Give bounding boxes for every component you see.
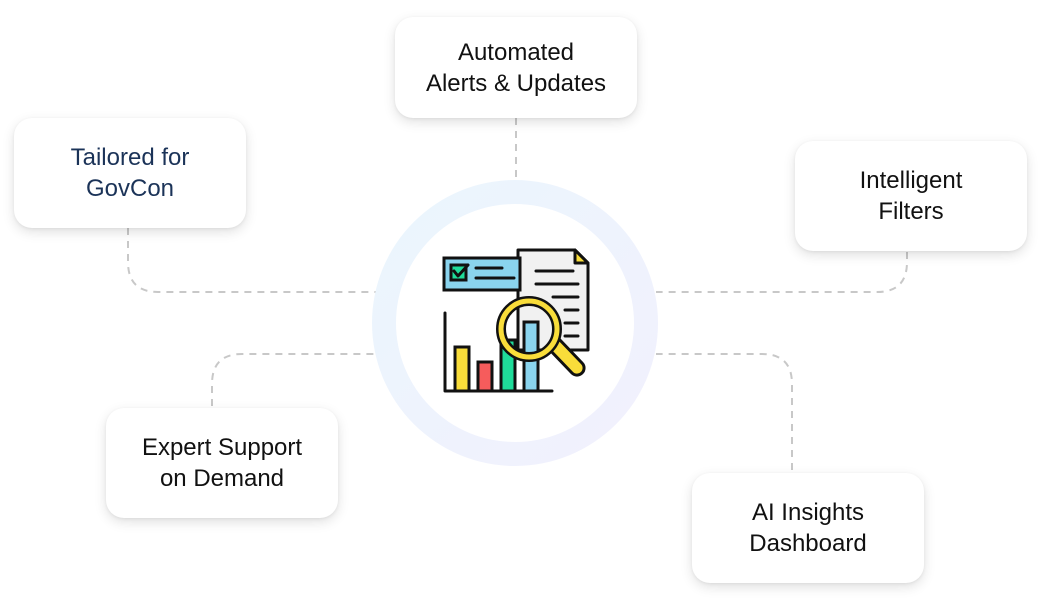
node-ai-insights: AI Insights Dashboard [692, 473, 924, 583]
magnifier-handle [546, 336, 586, 377]
node-ai-insights-line-1: AI Insights [751, 499, 865, 526]
node-intelligent-filters-line-2: Filters [878, 198, 944, 225]
node-automated-alerts-line-1: Automated [457, 38, 575, 66]
node-intelligent-filters: Intelligent Filters [795, 141, 1027, 251]
node-automated-alerts: Automated Alerts & Updates [395, 17, 637, 118]
node-expert-support: Expert Support on Demand [106, 408, 338, 518]
node-automated-alerts-line-2: Alerts & Updates [425, 69, 607, 97]
node-tailored-govcon-line-1: Tailored for [70, 144, 190, 171]
connector-expert-support [211, 353, 378, 406]
connector-intelligent-filters [656, 252, 908, 293]
checkbox-icon [449, 263, 468, 282]
bar-yellow [453, 345, 471, 393]
node-expert-support-line-2: on Demand [159, 465, 285, 492]
node-intelligent-filters-line-1: Intelligent [859, 167, 963, 194]
node-expert-support-line-1: Expert Support [141, 434, 303, 461]
bar-red [476, 360, 494, 393]
node-tailored-govcon: Tailored for GovCon [14, 118, 246, 228]
connector-tailored-govcon [127, 228, 378, 293]
center-circle [396, 204, 634, 442]
node-ai-insights-line-2: Dashboard [749, 530, 867, 557]
analytics-report-magnifier-icon [440, 245, 595, 400]
connector-ai-insights [656, 353, 793, 470]
node-tailored-govcon-line-2: GovCon [85, 175, 175, 202]
